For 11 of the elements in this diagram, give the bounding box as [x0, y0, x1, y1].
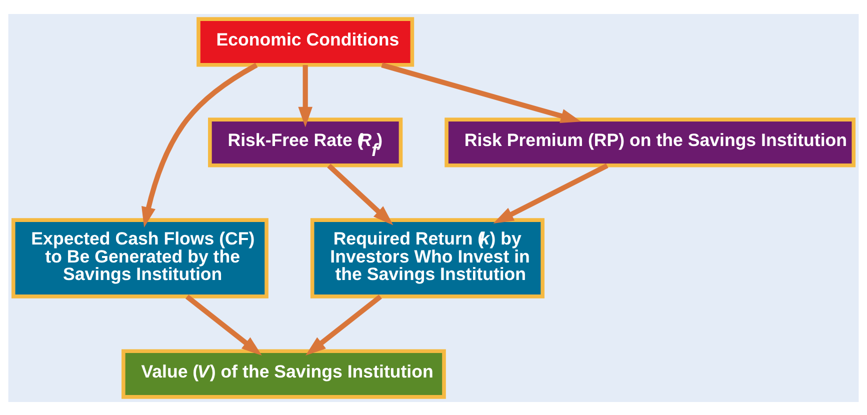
arrow [298, 64, 312, 127]
arrow [493, 162, 608, 224]
node-box: Risk Premium (RP) on the Savings Institution [444, 117, 856, 167]
node-box: Value (V) of the Savings Institution [122, 348, 446, 398]
arrow [381, 62, 582, 122]
arrow [327, 163, 394, 225]
arrow [142, 62, 258, 227]
arrow [306, 294, 382, 356]
arrow [185, 294, 262, 356]
node-box: Economic Conditions [196, 16, 414, 66]
node-box: Expected Cash Flows (CF) to Be Generated by the Savings Institution [11, 218, 268, 298]
